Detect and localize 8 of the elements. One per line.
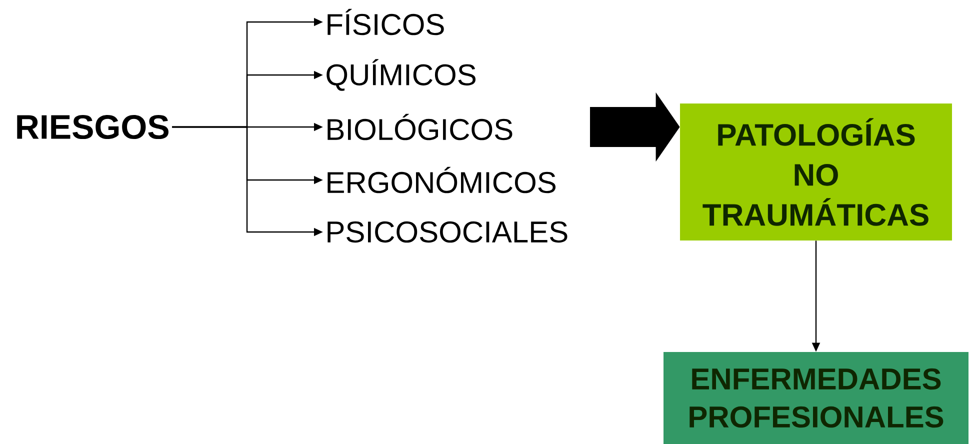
process-box: ENFERMEDADES PROFESIONALES <box>664 352 968 444</box>
label-text: ERGONÓMICOS <box>328 166 556 194</box>
label-text: FÍSICOS <box>328 8 444 36</box>
label-text: BIOLÓGICOS <box>328 114 512 140</box>
label-text: QUÍMICOS <box>326 59 476 91</box>
label-text: RIESGOS <box>17 114 168 140</box>
process-box: PATOLOGÍAS NO TRAUMÁTICAS <box>680 104 952 240</box>
label-text: PSICOSOCIALES <box>328 221 568 243</box>
